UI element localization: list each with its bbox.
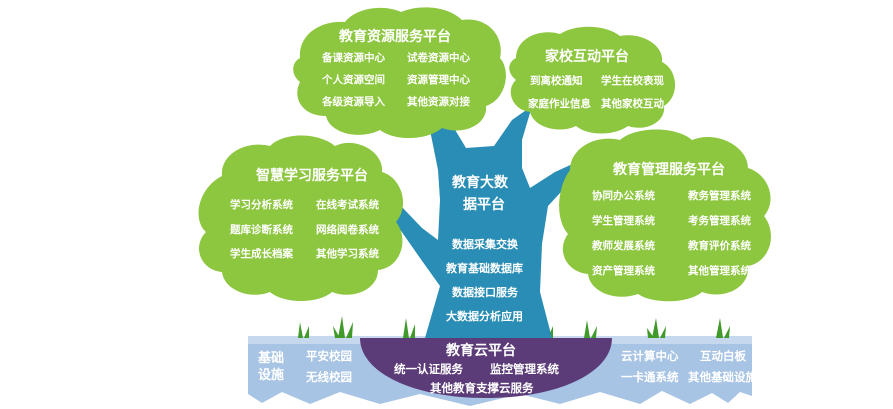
grass-tuft	[716, 318, 730, 338]
ground-right-item: 云计算中心	[621, 348, 679, 364]
cloud-home-school-item: 到离校通知	[530, 73, 583, 88]
base-label-line2: 设施	[258, 367, 284, 384]
cloud-management-item: 其他管理系统	[688, 263, 751, 278]
cloud-smart-learning-item: 题库诊断系统	[230, 222, 293, 237]
grass-tuft	[647, 318, 666, 338]
cloud-management-item: 学生管理系统	[592, 213, 655, 228]
ground-right-item: 一卡通系统	[621, 369, 679, 385]
cloud-management-item: 教育评价系统	[688, 238, 751, 253]
trunk-item: 大数据分析应用	[446, 308, 523, 324]
cloud-home-school-title: 家校互动平台	[545, 46, 629, 66]
cloud-platform-title: 教育云平台	[446, 340, 516, 360]
cloud-resources-item: 资源管理中心	[407, 72, 470, 87]
cloud-home-school-item: 其他家校互动	[601, 96, 664, 111]
trunk-title-line2: 据平台	[463, 194, 505, 216]
cloud-resources-item: 个人资源空间	[322, 72, 385, 87]
grass-tuft	[298, 322, 309, 338]
cloud-resources-item: 其他资源对接	[407, 94, 470, 109]
ground-left-item: 无线校园	[306, 369, 352, 385]
cloud-resources-item: 试卷资源中心	[407, 50, 470, 65]
ground-right-item: 其他基础设施	[688, 369, 757, 385]
trunk-item: 数据接口服务	[452, 284, 518, 300]
cloud-smart-learning-item: 学生成长档案	[230, 246, 293, 261]
cloud-management-item: 考务管理系统	[688, 213, 751, 228]
cloud-management-title: 教育管理服务平台	[613, 159, 725, 179]
cloud-smart-learning-item: 学习分析系统	[230, 197, 293, 212]
cloud-platform-item: 监控管理系统	[490, 361, 559, 377]
ground-left-item: 平安校园	[306, 348, 352, 364]
grass-tuft	[403, 318, 415, 338]
cloud-home-school-item: 家庭作业信息	[528, 96, 591, 111]
cloud-resources-item: 各级资源导入	[322, 94, 385, 109]
cloud-smart-learning-item: 网络阅卷系统	[316, 222, 379, 237]
cloud-home-school-item: 学生在校表现	[601, 73, 664, 88]
cloud-platform-item: 其他教育支撑云服务	[430, 380, 534, 396]
base-label-line1: 基础	[258, 350, 284, 367]
cloud-management-item: 协同办公系统	[592, 188, 655, 203]
cloud-resources-title: 教育资源服务平台	[339, 26, 451, 46]
cloud-smart-learning-item: 其他学习系统	[316, 246, 379, 261]
cloud-management-item: 教务管理系统	[688, 188, 751, 203]
trunk-item: 数据采集交换	[452, 236, 518, 252]
cloud-platform-item: 统一认证服务	[394, 361, 463, 377]
cloud-management-item: 教师发展系统	[592, 238, 655, 253]
cloud-smart-learning-item: 在线考试系统	[316, 197, 379, 212]
grass-tuft	[333, 316, 353, 338]
ground-right-item: 互动白板	[700, 348, 746, 364]
cloud-resources-item: 备课资源中心	[322, 50, 385, 65]
cloud-smart-learning-title: 智慧学习服务平台	[256, 165, 368, 185]
cloud-smart-learning-shape	[199, 136, 403, 302]
trunk-title-line1: 教育大数	[452, 172, 508, 194]
grass-tuft	[584, 320, 597, 338]
cloud-management-item: 资产管理系统	[592, 263, 655, 278]
trunk-item: 教育基础数据库	[446, 260, 523, 276]
